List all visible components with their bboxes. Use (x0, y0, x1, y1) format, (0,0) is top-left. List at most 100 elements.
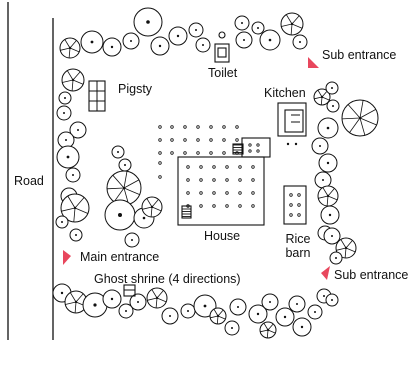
tree-group (52, 7, 379, 339)
tree-canopy-icon (280, 12, 304, 36)
house-building (177, 137, 271, 226)
tree-canopy-icon (307, 304, 323, 320)
tree-canopy-icon (329, 251, 343, 265)
house-post (251, 204, 255, 208)
house-post (248, 143, 252, 147)
pigsty-building (88, 80, 106, 112)
house-post (183, 151, 187, 155)
rice-barn-building (283, 185, 307, 225)
tree-canopy-icon (55, 215, 69, 229)
rice-barn-post (297, 193, 301, 197)
tree-canopy-icon (292, 34, 308, 50)
house-post (209, 138, 213, 142)
house-post (186, 165, 190, 169)
house-post (199, 165, 203, 169)
tree-canopy-icon (248, 304, 268, 324)
tree-canopy-icon (59, 37, 81, 59)
tree-canopy-icon (161, 307, 179, 325)
rice-barn-post (289, 213, 293, 217)
tree-canopy-icon (323, 227, 341, 245)
rice-barn-post (297, 213, 301, 217)
kitchen-building (277, 102, 307, 137)
house-post (196, 125, 200, 129)
house-stairs-west (181, 205, 192, 219)
tree-canopy-icon (335, 237, 357, 259)
house-post (212, 191, 216, 195)
tree-canopy-icon (292, 317, 312, 337)
house-post (238, 191, 242, 195)
kitchen-label: Kitchen (264, 86, 306, 100)
house-post (251, 191, 255, 195)
sub-entrance-bottom-label: Sub entrance (334, 268, 409, 282)
road-edges (7, 2, 54, 340)
house-post (235, 125, 239, 129)
tree-canopy-icon (111, 145, 125, 159)
house-post (199, 178, 203, 182)
tree-canopy-icon (224, 320, 240, 336)
tree-canopy-icon (168, 26, 188, 46)
tree-canopy-icon (251, 21, 265, 35)
building-group (88, 31, 307, 297)
house-post (225, 178, 229, 182)
tree-canopy-icon (195, 37, 211, 53)
tree-canopy-icon (318, 153, 338, 173)
road-label: Road (14, 174, 44, 188)
house-post (212, 204, 216, 208)
house-post (186, 178, 190, 182)
house-label: House (204, 229, 241, 243)
entrance-arrow-icon (308, 57, 319, 68)
tree-canopy-icon (56, 145, 80, 169)
house-post (238, 165, 242, 169)
entrance-arrow-icon (321, 266, 330, 280)
toilet-label: Toilet (208, 66, 238, 80)
house-post (222, 125, 226, 129)
house-post (170, 138, 174, 142)
rice-barn-post (289, 193, 293, 197)
tree-canopy-icon (259, 321, 277, 339)
rice-barn-post (289, 203, 293, 207)
rice-barn-label-line1: Rice (285, 232, 311, 246)
tree-canopy-icon (129, 293, 147, 311)
post-grid (158, 125, 301, 217)
tree-canopy-icon (118, 303, 134, 319)
house-post (158, 151, 162, 155)
tree-canopy-icon (61, 68, 85, 92)
tree-canopy-icon (118, 158, 132, 172)
house-post (212, 165, 216, 169)
tree-canopy-icon (325, 81, 339, 95)
tree-canopy-icon (209, 307, 227, 325)
main-entrance-label: Main entrance (80, 250, 160, 264)
tree-canopy-icon (311, 137, 329, 155)
tree-canopy-icon (146, 287, 168, 309)
tree-canopy-icon (288, 295, 306, 313)
house-post (183, 125, 187, 129)
tree-canopy-icon (102, 289, 122, 309)
tree-canopy-icon (65, 167, 81, 183)
tree-canopy-icon (317, 185, 339, 207)
tree-canopy-icon (326, 99, 340, 113)
tree-canopy-icon (235, 31, 253, 49)
tree-canopy-icon (188, 22, 204, 38)
house-post (235, 138, 239, 142)
house-post (186, 204, 190, 208)
house-post (222, 138, 226, 142)
toilet-building (214, 31, 230, 63)
house-post (158, 161, 162, 165)
tree-canopy-icon (133, 7, 163, 37)
tree-canopy-icon (104, 199, 136, 231)
house-post (238, 204, 242, 208)
house-post (158, 138, 162, 142)
house-post (186, 191, 190, 195)
ghost-shrine-label: Ghost shrine (4 directions) (94, 272, 241, 286)
tree-canopy-icon (193, 294, 217, 318)
tree-canopy-icon (102, 37, 122, 57)
tree-canopy-icon (69, 228, 83, 242)
house-post (225, 204, 229, 208)
tree-canopy-icon (141, 196, 163, 218)
house-post (196, 151, 200, 155)
kitchen-post (294, 142, 298, 146)
tree-canopy-icon (122, 32, 140, 50)
tree-canopy-icon (313, 88, 331, 106)
